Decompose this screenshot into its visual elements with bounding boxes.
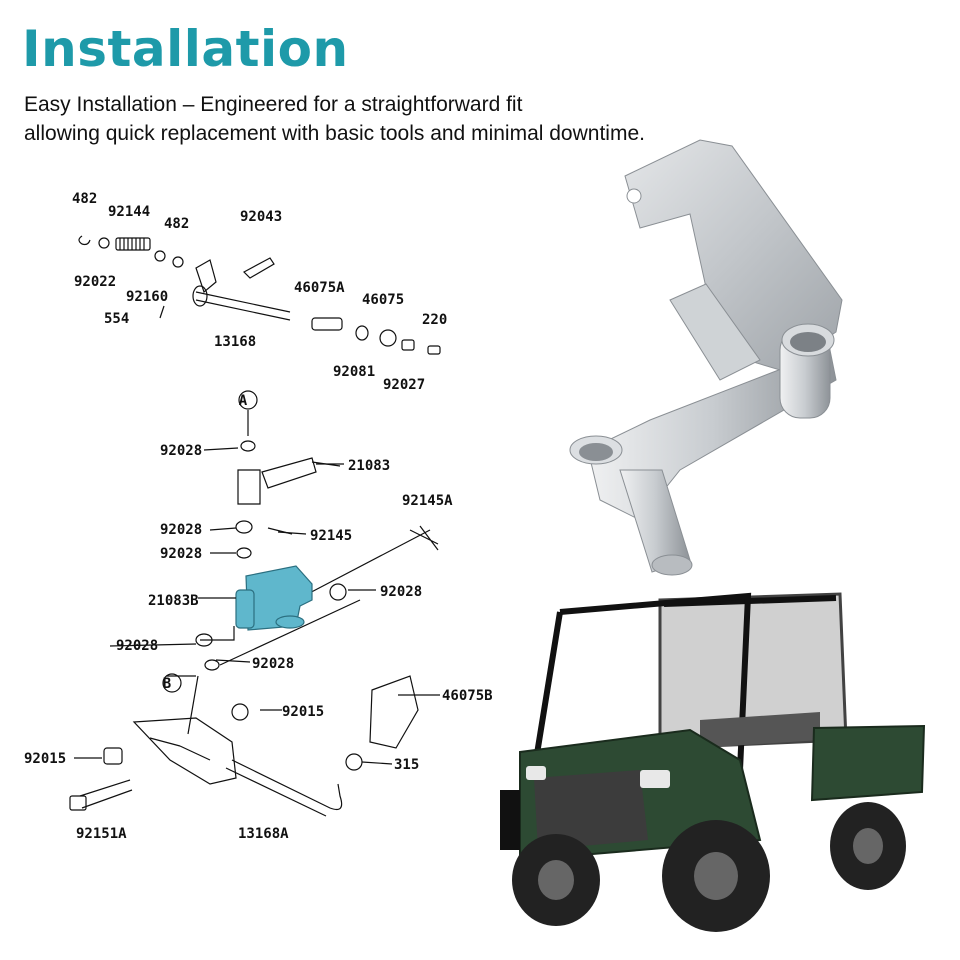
bushing-92028-d (195, 633, 213, 647)
callout-b: B (163, 676, 171, 692)
label-92028-d: 92028 (380, 584, 422, 600)
shaft-arm (195, 259, 217, 294)
rod-13168A (231, 759, 343, 811)
label-554: 554 (104, 311, 129, 327)
label-92081: 92081 (333, 364, 375, 380)
pin-46075A (311, 317, 343, 331)
pedal-pad-46075B (369, 675, 419, 749)
clip-part-2 (172, 256, 184, 268)
nut-92015 (103, 747, 123, 765)
bushing-92028-top (240, 440, 256, 452)
label-46075A: 46075A (294, 280, 345, 296)
knob-46075 (379, 329, 397, 347)
label-92028-f: 92028 (252, 656, 294, 672)
label-92028-a: 92028 (160, 443, 202, 459)
pivot-21083 (237, 469, 261, 505)
page-title: Installation (22, 20, 349, 78)
nut-92015-b (231, 703, 249, 721)
label-21083: 21083 (348, 458, 390, 474)
washer-part-2 (154, 250, 166, 262)
screw-220 (427, 345, 441, 355)
label-315: 315 (394, 757, 419, 773)
part-number-labels: 482 92144 482 92043 92022 92160 554 1316… (24, 191, 493, 842)
callout-a: A (239, 393, 248, 409)
label-13168: 13168 (214, 334, 256, 350)
label-92028-e: 92028 (116, 638, 158, 654)
label-92160: 92160 (126, 289, 168, 305)
bushing-92028-f (329, 583, 347, 601)
collar-92027 (401, 339, 415, 351)
spring-part (115, 237, 151, 251)
callout-a-circle (238, 390, 258, 410)
label-220: 220 (422, 312, 447, 328)
label-92015-a: 92015 (282, 704, 324, 720)
label-92028-c: 92028 (160, 546, 202, 562)
bolt-92151A (79, 779, 133, 809)
label-482-b: 482 (164, 216, 189, 232)
subtitle-line-2: allowing quick replacement with basic to… (24, 122, 645, 145)
label-92015-b: 92015 (24, 751, 66, 767)
label-46075B: 46075B (442, 688, 493, 704)
bushing-92028-b (235, 520, 253, 534)
label-92151A: 92151A (76, 826, 127, 842)
label-92145A: 92145A (402, 493, 453, 509)
spring-92145A (409, 525, 439, 551)
circlip-part (78, 235, 91, 246)
label-21083B: 21083B (148, 593, 199, 609)
label-482-a: 482 (72, 191, 97, 207)
callout-b-circle (162, 673, 182, 693)
utility-vehicle-image (500, 592, 926, 932)
highlighted-part-21083B (235, 565, 313, 631)
label-92145: 92145 (310, 528, 352, 544)
label-92043: 92043 (240, 209, 282, 225)
label-92027: 92027 (383, 377, 425, 393)
washer-part (98, 237, 110, 249)
pedal-bracket (132, 717, 237, 785)
bolt-92043 (243, 257, 275, 279)
shaft-13168 (195, 291, 291, 321)
spring-92081 (355, 325, 369, 341)
nut-315 (345, 753, 363, 771)
bracket-product-image (569, 139, 843, 576)
callout-labels: A B (163, 393, 248, 692)
label-92144: 92144 (108, 204, 150, 220)
label-46075: 46075 (362, 292, 404, 308)
label-13168A: 13168A (238, 826, 289, 842)
bushing-92028-c (236, 547, 252, 559)
subtitle-line-1: Easy Installation – Engineered for a str… (24, 93, 523, 116)
label-92022: 92022 (74, 274, 116, 290)
bushing-92028-e (204, 659, 220, 671)
label-92028-b: 92028 (160, 522, 202, 538)
